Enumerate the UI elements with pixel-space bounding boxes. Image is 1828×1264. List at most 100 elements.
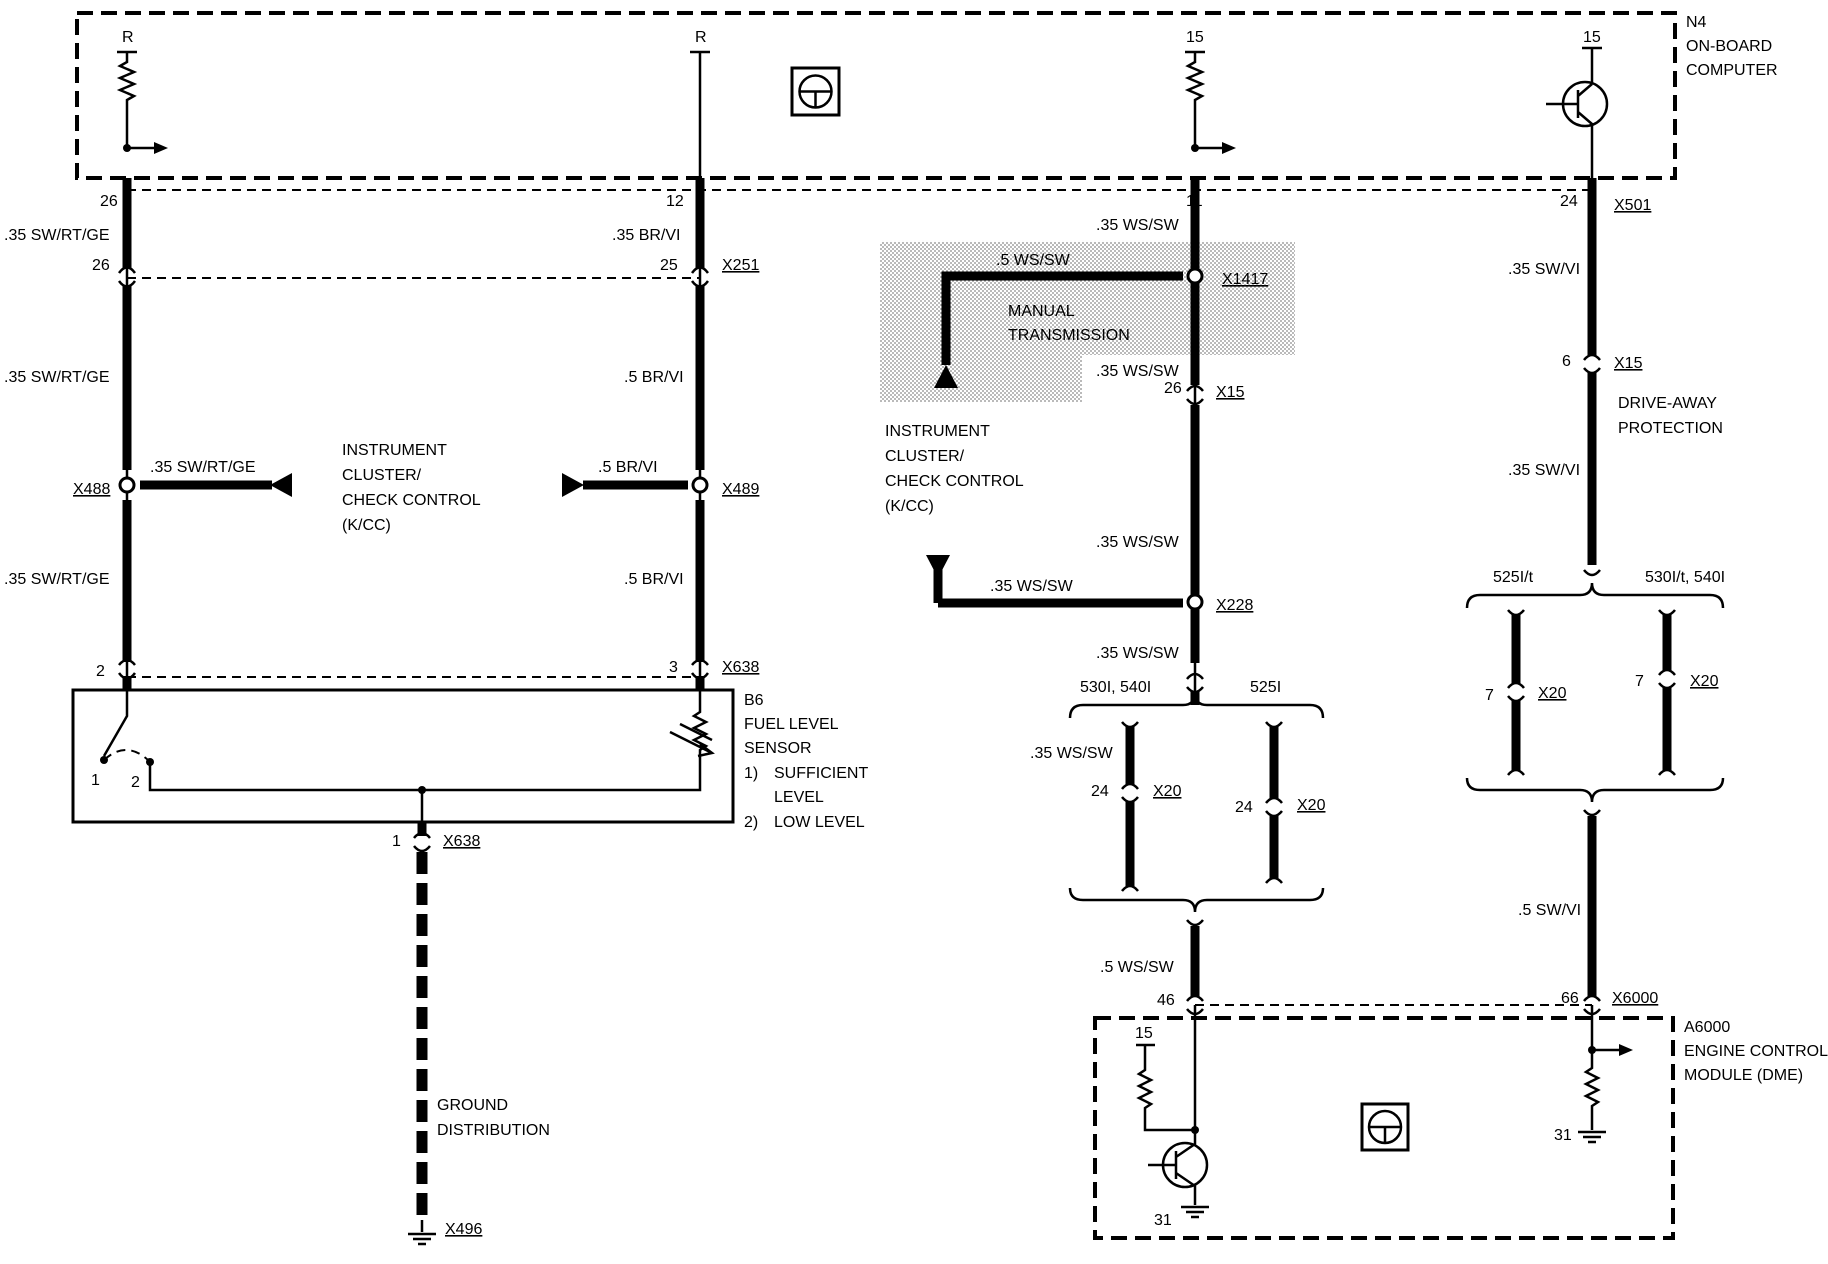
ground-31b: 31	[1554, 1127, 1572, 1144]
wire-label-10: .5 WS/SW	[996, 252, 1071, 269]
variant-label-2l: 525I/t	[1493, 569, 1534, 586]
ground-31a: 31	[1154, 1212, 1172, 1229]
conn-x638-a: X638	[722, 659, 759, 676]
kcc1-label-d: (K/CC)	[342, 517, 391, 534]
pin-3: 3	[669, 659, 678, 676]
splice-x488	[118, 476, 136, 494]
ground-icon	[408, 1220, 436, 1246]
conn-col4-x15	[1583, 353, 1601, 375]
pin-26-top: 26	[100, 193, 118, 210]
wire-label-19: .5 SW/VI	[1518, 902, 1581, 919]
kcc2-label-b: CLUSTER/	[885, 448, 965, 465]
conn-x638-b: X638	[443, 833, 480, 850]
b6-code: B6	[744, 692, 764, 709]
n4-code: N4	[1686, 14, 1707, 31]
dap-label-1: DRIVE-AWAY	[1618, 395, 1717, 412]
manual-label-1: MANUAL	[1008, 303, 1075, 320]
wire-label-1: .35 SW/RT/GE	[4, 227, 110, 244]
pin-2: 2	[96, 663, 105, 680]
supply-r2: R	[695, 29, 707, 46]
kcc1-label-c: CHECK CONTROL	[342, 492, 481, 509]
conn-col2-x638	[690, 658, 710, 680]
pin-46: 46	[1157, 992, 1175, 1009]
variant-bracket-top-2	[1465, 582, 1725, 609]
wire-label-6: .5 BR/VI	[624, 369, 684, 386]
n4-resistor-1	[116, 50, 168, 154]
kcc-arrow-1	[270, 473, 292, 497]
n4-line2: COMPUTER	[1686, 62, 1778, 79]
wire-label-18: .35 SW/VI	[1508, 462, 1580, 479]
pin-7-b: 7	[1635, 673, 1644, 690]
kcc1-label-b: CLUSTER/	[342, 467, 422, 484]
dme-logo-icon	[1360, 1102, 1410, 1152]
variant-label-2r: 530I/t, 540I	[1645, 569, 1725, 586]
dap-label-2: PROTECTION	[1618, 420, 1723, 437]
n4-supply-2	[690, 50, 710, 178]
kcc1-label-a: INSTRUMENT	[342, 442, 447, 459]
pin-24-a: 24	[1091, 783, 1109, 800]
a6000-module-box	[1093, 1016, 1675, 1240]
splice-x489	[691, 476, 709, 494]
wire-label-13: .35 WS/SW	[990, 578, 1074, 595]
supply-15b: 15	[1583, 29, 1601, 46]
b6-opt2: LOW LEVEL	[774, 814, 865, 831]
conn-x489: X489	[722, 481, 759, 498]
conn-col3-x20	[1186, 672, 1204, 694]
pin-7-a: 7	[1485, 687, 1494, 704]
conn-x488: X488	[73, 481, 110, 498]
ground-label-2: DISTRIBUTION	[437, 1122, 550, 1139]
ground-label-1: GROUND	[437, 1097, 508, 1114]
conn-x1417: X1417	[1222, 271, 1268, 288]
b6-opt1-b: LEVEL	[774, 789, 824, 806]
wire-label-7: .5 BR/VI	[598, 459, 658, 476]
b6-opt1-a: SUFFICIENT	[774, 765, 868, 782]
wire-label-17: .35 SW/VI	[1508, 261, 1580, 278]
conn-col1-x638	[117, 658, 137, 680]
kcc2-label-d: (K/CC)	[885, 498, 934, 515]
a6000-line2: MODULE (DME)	[1684, 1067, 1803, 1084]
pin-24-top: 24	[1560, 193, 1578, 210]
conn-x501: X501	[1614, 197, 1651, 214]
wire-label-12: .35 WS/SW	[1096, 534, 1180, 551]
variant-bracket-bottom-1	[1068, 887, 1325, 913]
a6000-line1: ENGINE CONTROL	[1684, 1043, 1828, 1060]
b6-opt1-num: 1)	[744, 765, 758, 782]
wire-label-15: .35 WS/SW	[1030, 745, 1114, 762]
splice-x228	[1186, 593, 1204, 611]
conn-x228: X228	[1216, 597, 1253, 614]
manual-label-2: TRANSMISSION	[1008, 327, 1130, 344]
b6-line2: SENSOR	[744, 740, 812, 757]
n4-module-box	[75, 11, 1677, 180]
pin-6: 6	[1562, 353, 1571, 370]
variant-label-1r: 525I	[1250, 679, 1281, 696]
n4-transistor-icon	[1546, 46, 1609, 178]
wire-label-5: .35 BR/VI	[612, 227, 680, 244]
b6-line1: FUEL LEVEL	[744, 716, 839, 733]
conn-ground-x638	[413, 831, 431, 853]
pin-25: 25	[660, 257, 678, 274]
pin-1: 1	[392, 833, 401, 850]
dme-resistor-66	[1578, 1005, 1633, 1144]
kcc2-label-c: CHECK CONTROL	[885, 473, 1024, 490]
variant-bracket-bottom-2	[1465, 777, 1725, 803]
splice-x1417	[1186, 267, 1204, 285]
dme-transistor-icon	[1148, 1130, 1209, 1219]
conn-x20-a: X20	[1153, 783, 1182, 800]
n4-line1: ON-BOARD	[1686, 38, 1772, 55]
conn-x251: X251	[722, 257, 759, 274]
kcc2-label-a: INSTRUMENT	[885, 423, 990, 440]
conn-col2-x251	[690, 266, 710, 288]
conn-x20-d: X20	[1690, 673, 1719, 690]
wire-label-8: .5 BR/VI	[624, 571, 684, 588]
conn-x6000: X6000	[1612, 990, 1658, 1007]
conn-x20-b: X20	[1297, 797, 1326, 814]
a6000-code: A6000	[1684, 1019, 1730, 1036]
conn-col3-x15	[1186, 384, 1204, 406]
wire-label-3: .35 SW/RT/GE	[150, 459, 256, 476]
conn-x20-c: X20	[1538, 685, 1567, 702]
wire-label-16: .5 WS/SW	[1100, 959, 1175, 976]
pin-11: 11	[1186, 193, 1203, 210]
pin-26-x251: 26	[92, 257, 110, 274]
supply-15c: 15	[1135, 1025, 1153, 1042]
